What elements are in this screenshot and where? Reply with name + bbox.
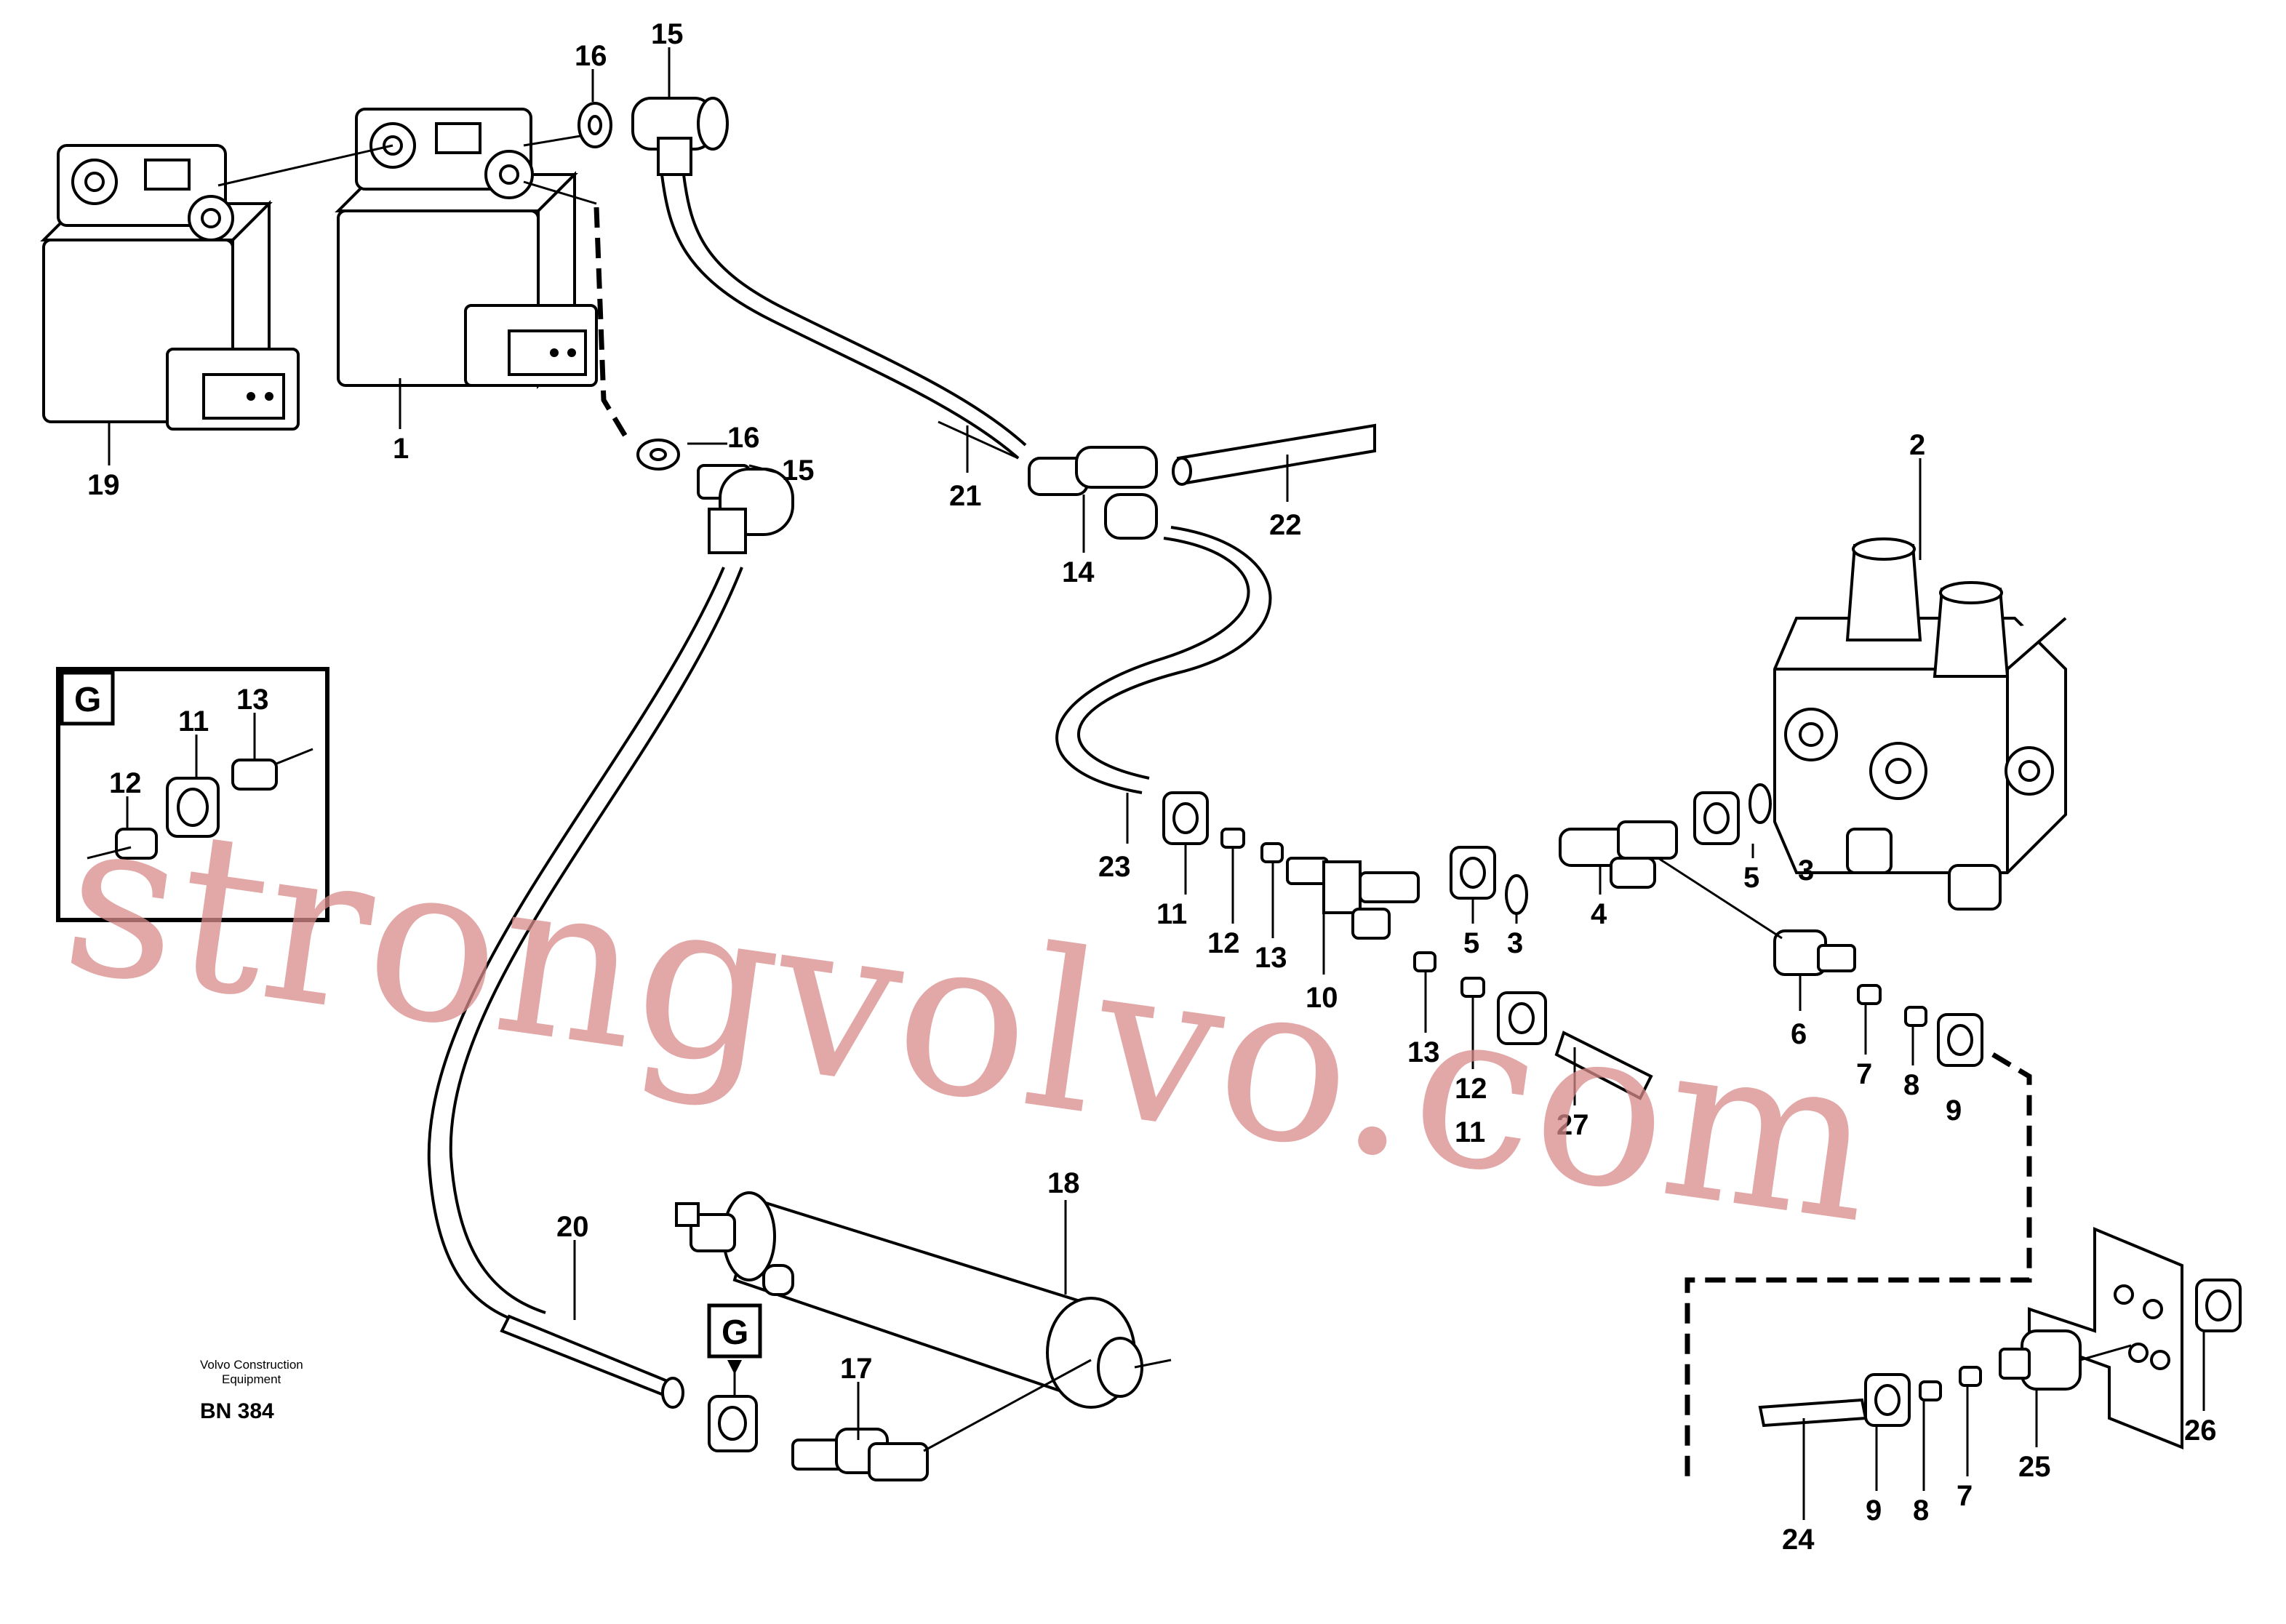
hose-27 <box>1554 1031 1653 1100</box>
company-line-1: Volvo Construction <box>200 1358 303 1372</box>
elbow-fitting-15-lower <box>697 464 794 554</box>
label-18: 18 <box>1047 1167 1080 1199</box>
nut-9 <box>1937 1013 1983 1067</box>
fitting-6 <box>1773 929 1856 976</box>
fitting-10 <box>1286 857 1420 940</box>
label-5-right: 5 <box>1743 862 1759 894</box>
label-23: 23 <box>1098 851 1131 883</box>
label-9: 9 <box>1946 1095 1962 1127</box>
nut-11-lower <box>1497 991 1547 1045</box>
label-10: 10 <box>1306 982 1338 1014</box>
elbow-fitting-14 <box>1028 446 1158 540</box>
label-3-right: 3 <box>1798 855 1814 887</box>
label-13: 13 <box>1255 942 1287 974</box>
nut-9-lower <box>1864 1373 1911 1427</box>
label-21: 21 <box>949 480 982 512</box>
nut-5-right <box>1693 791 1740 845</box>
label-11: 11 <box>1156 898 1187 930</box>
label-22: 22 <box>1269 509 1302 541</box>
label-19: 19 <box>87 469 120 501</box>
nut-5-left <box>1450 846 1496 900</box>
document-code: BN 384 <box>200 1399 274 1423</box>
leader-lines <box>108 47 2205 1520</box>
label-24: 24 <box>1782 1524 1815 1556</box>
ring-3-left <box>1505 874 1528 915</box>
inset-ref-g-box: G <box>74 681 101 719</box>
bracket-26 <box>2028 1227 2183 1449</box>
insert-7-lower <box>1959 1366 1982 1387</box>
elbow-fitting-17 <box>791 1359 1092 1481</box>
label-1: 1 <box>393 433 409 465</box>
label-7: 7 <box>1856 1058 1872 1090</box>
label-11-inset: 11 <box>178 705 209 737</box>
label-11-lower: 11 <box>1455 1116 1485 1148</box>
washer-16-top <box>578 102 612 148</box>
insert-13 <box>1260 842 1284 863</box>
label-5-left: 5 <box>1463 927 1479 959</box>
solenoid-valve-19 <box>40 144 300 431</box>
solenoid-valve-1 <box>335 108 598 389</box>
label-14: 14 <box>1062 556 1095 588</box>
inset-detail-g <box>56 667 329 922</box>
label-15-lower: 15 <box>782 455 815 487</box>
hose-24 <box>1758 1398 1868 1428</box>
washer-16-lower <box>636 439 680 471</box>
control-valve-2 <box>1773 537 2067 911</box>
label-12-inset: 12 <box>109 767 142 799</box>
inset-ref-g-main: G <box>722 1313 748 1352</box>
label-15-top: 15 <box>651 18 684 50</box>
ring-3-right <box>1749 783 1772 824</box>
label-2: 2 <box>1909 429 1925 461</box>
label-12: 12 <box>1207 927 1240 959</box>
company-line-2: Equipment <box>222 1372 281 1386</box>
tee-fitting-4 <box>1559 820 1678 889</box>
label-26: 26 <box>2184 1415 2217 1447</box>
elbow-fitting-15-top <box>631 97 729 176</box>
label-27: 27 <box>1556 1109 1589 1141</box>
label-20: 20 <box>556 1211 589 1243</box>
label-12-lower: 12 <box>1455 1073 1487 1105</box>
insert-7 <box>1857 984 1882 1005</box>
label-17: 17 <box>840 1353 873 1385</box>
sleeve-8 <box>1904 1006 1927 1027</box>
label-8-lower: 8 <box>1913 1495 1929 1527</box>
label-13-inset: 13 <box>236 684 269 716</box>
label-16-lower: 16 <box>727 422 760 454</box>
label-13-lower: 13 <box>1407 1036 1440 1068</box>
nut-g-fitting <box>708 1395 758 1452</box>
nut-26 <box>2195 1279 2242 1332</box>
nut-11 <box>1162 791 1209 845</box>
label-9-lower: 9 <box>1866 1495 1882 1527</box>
cylinder-18 <box>675 1191 1172 1409</box>
label-4: 4 <box>1591 898 1607 930</box>
sleeve-12 <box>1220 828 1245 849</box>
label-7-lower: 7 <box>1957 1480 1973 1512</box>
label-25: 25 <box>2018 1451 2051 1483</box>
fitting-25 <box>1999 1329 2082 1391</box>
label-8: 8 <box>1903 1069 1919 1101</box>
label-3-left: 3 <box>1507 927 1523 959</box>
sleeve-8-lower <box>1919 1380 1942 1401</box>
label-6: 6 <box>1791 1018 1807 1050</box>
label-16-top: 16 <box>575 40 607 72</box>
